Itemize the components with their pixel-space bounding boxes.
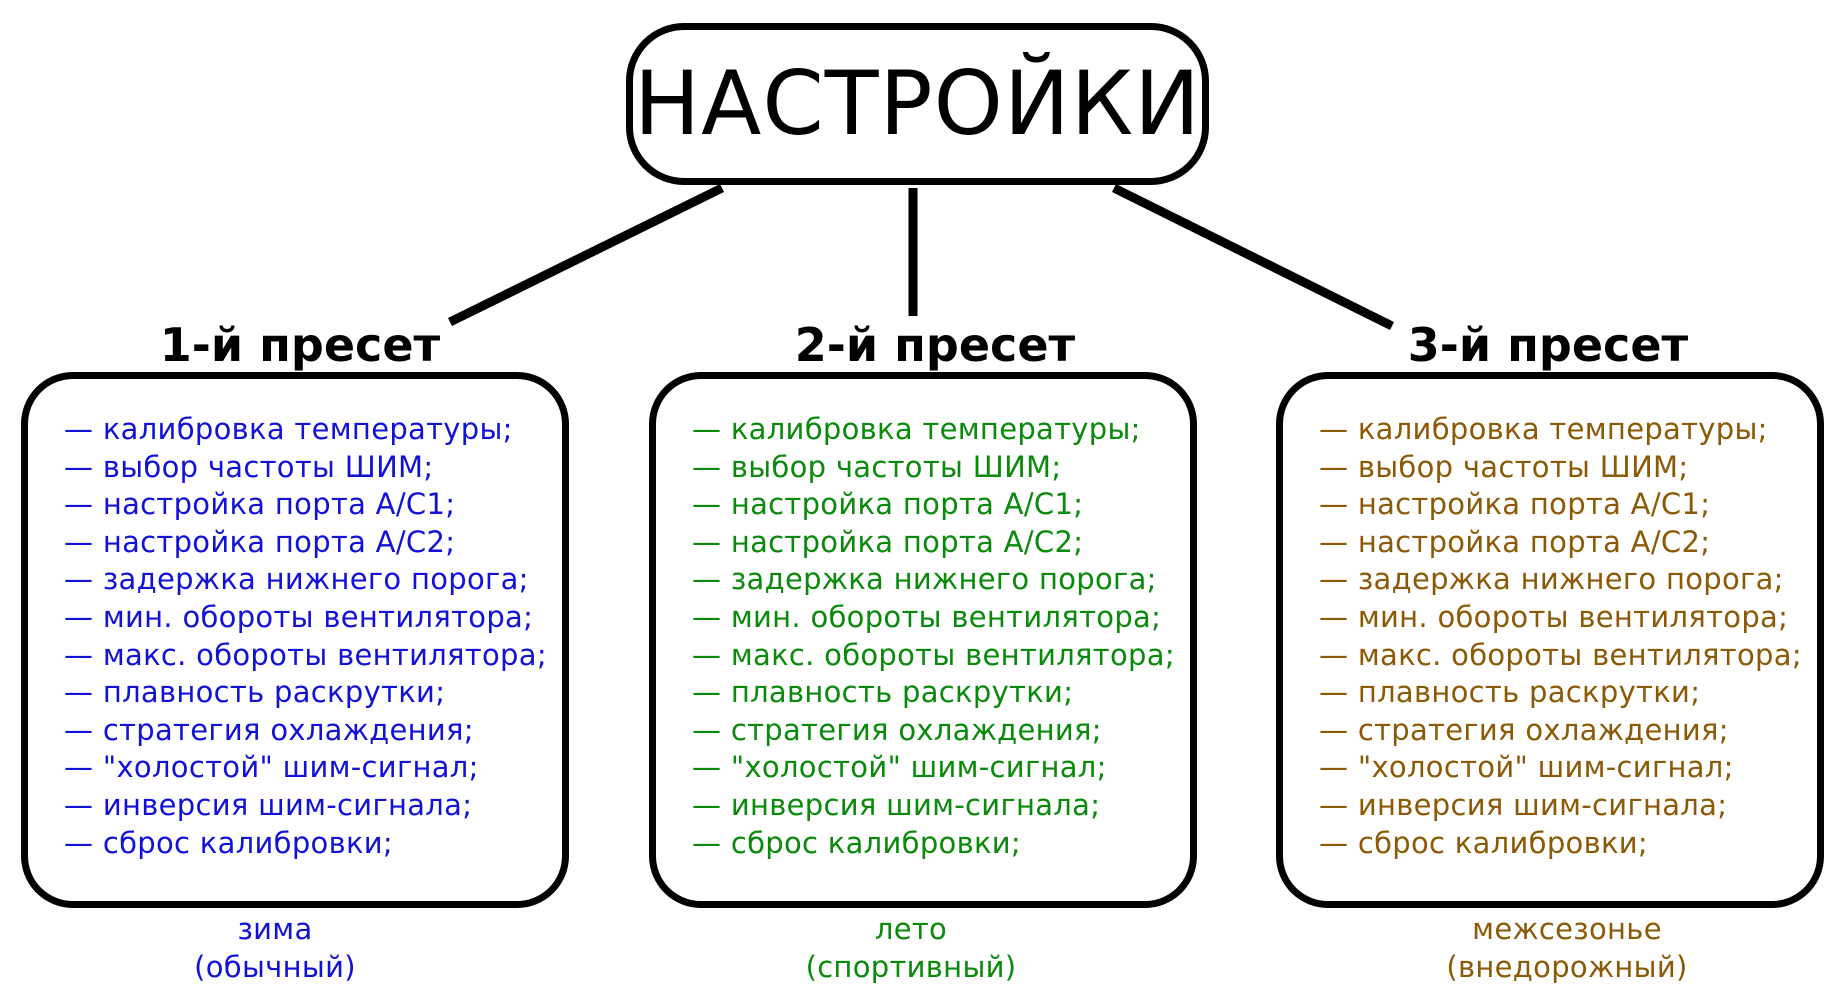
preset-1-box: — калибровка температуры; — выбор частот… xyxy=(21,372,569,908)
list-item: — стратегия охлаждения; xyxy=(64,712,474,747)
list-item: — задержка нижнего порога; xyxy=(692,562,1157,597)
list-item: — стратегия охлаждения; xyxy=(1319,712,1729,747)
list-item: — "холостой" шим-сигнал; xyxy=(64,750,479,785)
preset-1-title: 1-й пресет xyxy=(159,318,441,372)
list-item: — "холостой" шим-сигнал; xyxy=(1319,750,1734,785)
preset-2-box: — калибровка температуры; — выбор частот… xyxy=(649,372,1197,908)
list-item: — мин. обороты вентилятора; xyxy=(692,599,1162,634)
preset-1-settings-list: — калибровка температуры; — выбор частот… xyxy=(64,411,547,862)
root-title: НАСТРОЙКИ xyxy=(633,52,1202,155)
list-item: — стратегия охлаждения; xyxy=(692,712,1102,747)
preset-3-title: 3-й пресет xyxy=(1407,318,1689,372)
preset-3-box: — калибровка температуры; — выбор частот… xyxy=(1276,372,1824,908)
preset-3-settings-list: — калибровка температуры; — выбор частот… xyxy=(1319,411,1802,862)
preset-3-caption-mode: (внедорожный) xyxy=(1446,950,1688,984)
list-item: — сброс калибровки; xyxy=(692,825,1021,860)
connector-line-preset-1 xyxy=(448,183,724,327)
list-item: — мин. обороты вентилятора; xyxy=(1319,599,1789,634)
preset-2-title: 2-й пресет xyxy=(794,318,1076,372)
list-item: — "холостой" шим-сигнал; xyxy=(692,750,1107,785)
list-item: — плавность раскрутки; xyxy=(692,675,1074,710)
list-item: — задержка нижнего порога; xyxy=(64,562,529,597)
list-item: — мин. обороты вентилятора; xyxy=(64,599,534,634)
list-item: — настройка порта A/C1; xyxy=(692,487,1084,522)
root-node: НАСТРОЙКИ xyxy=(626,23,1209,185)
preset-1-caption-mode: (обычный) xyxy=(194,950,356,984)
list-item: — выбор частоты ШИМ; xyxy=(64,449,434,484)
list-item: — плавность раскрутки; xyxy=(64,675,446,710)
preset-2-settings-list: — калибровка температуры; — выбор частот… xyxy=(692,411,1175,862)
preset-2-caption-season: лето xyxy=(874,912,948,946)
list-item: — настройка порта A/C2; xyxy=(1319,524,1711,559)
list-item: — настройка порта A/C2; xyxy=(692,524,1084,559)
list-item: — инверсия шим-сигнала; xyxy=(64,787,473,822)
preset-2-caption-mode: (спортивный) xyxy=(805,950,1017,984)
list-item: — инверсия шим-сигнала; xyxy=(1319,787,1728,822)
list-item: — сброс калибровки; xyxy=(1319,825,1648,860)
preset-3-caption-season: межсезонье xyxy=(1472,912,1662,946)
preset-1-caption-season: зима xyxy=(237,912,313,946)
list-item: — калибровка температуры; xyxy=(1319,412,1768,446)
list-item: — выбор частоты ШИМ; xyxy=(692,449,1062,484)
list-item: — инверсия шим-сигнала; xyxy=(692,787,1101,822)
list-item: — макс. обороты вентилятора; xyxy=(692,637,1175,672)
list-item: — калибровка температуры; xyxy=(692,412,1141,446)
list-item: — выбор частоты ШИМ; xyxy=(1319,449,1689,484)
list-item: — калибровка температуры; xyxy=(64,412,513,446)
list-item: — задержка нижнего порога; xyxy=(1319,562,1784,597)
list-item: — сброс калибровки; xyxy=(64,825,393,860)
list-item: — плавность раскрутки; xyxy=(1319,675,1701,710)
list-item: — макс. обороты вентилятора; xyxy=(64,637,547,672)
preset-1-caption: зима (обычный) xyxy=(0,910,575,986)
list-item: — настройка порта A/C1; xyxy=(64,487,456,522)
list-item: — настройка порта A/C2; xyxy=(64,524,456,559)
list-item: — настройка порта A/C1; xyxy=(1319,487,1711,522)
list-item: — макс. обороты вентилятора; xyxy=(1319,637,1802,672)
preset-2-caption: лето (спортивный) xyxy=(611,910,1211,986)
connector-line-preset-3 xyxy=(1111,183,1395,331)
preset-3-caption: межсезонье (внедорожный) xyxy=(1267,910,1838,986)
